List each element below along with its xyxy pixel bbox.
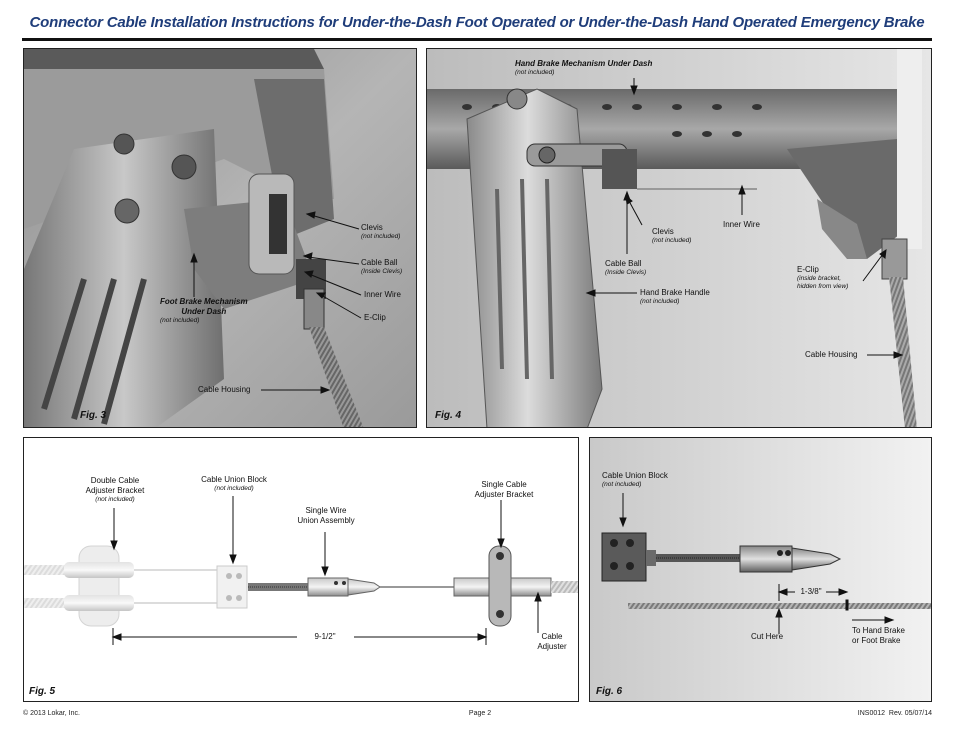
fig3-cable-ball-label: Cable Ball(Inside Clevis) xyxy=(361,258,403,275)
footer-doc-id: INS0012 Rev. 05/07/14 xyxy=(857,710,932,717)
fig4-clevis-label: Clevis(not included) xyxy=(652,227,692,244)
fig4-label: Fig. 4 xyxy=(435,410,462,421)
fig6-union-block-label: Cable Union Block(not included) xyxy=(602,471,668,488)
fig3-inner-wire-label: Inner Wire xyxy=(364,290,401,299)
fig4-cable-ball-label: Cable Ball(Inside Clevis) xyxy=(605,259,647,276)
fig4-hand-handle-label: Hand Brake Handle(not included) xyxy=(640,288,710,305)
fig5-dimension-label: 9-1/2" xyxy=(314,632,336,641)
fig3-cable-housing-label: Cable Housing xyxy=(198,385,251,394)
fig6-dimension-label: 1-3/8" xyxy=(800,587,822,596)
fig6-label: Fig. 6 xyxy=(596,686,623,697)
fig6-cut-here-label: Cut Here xyxy=(751,632,784,641)
fig3-label: Fig. 3 xyxy=(80,410,107,421)
fig4-hand-mech-label: Hand Brake Mechanism Under Dash(not incl… xyxy=(515,59,653,76)
fig5-union-block-label: Cable Union Block(not included) xyxy=(201,475,267,492)
figure-4: Hand Brake Mechanism Under Dash(not incl… xyxy=(426,48,932,428)
fig6-photo xyxy=(590,438,931,701)
fig3-clevis-label: Clevis(not included) xyxy=(361,223,401,240)
fig4-photo xyxy=(427,49,931,427)
footer-copyright: © 2013 Lokar, Inc. xyxy=(23,710,80,717)
figure-3: Clevis(not included) Cable Ball(Inside C… xyxy=(23,48,417,428)
fig5-photo xyxy=(24,438,578,701)
fig3-e-clip-label: E-Clip xyxy=(364,313,386,322)
footer-page-number: Page 2 xyxy=(468,710,492,717)
fig5-label: Fig. 5 xyxy=(29,686,56,697)
page-title: Connector Cable Installation Instruction… xyxy=(29,14,925,31)
fig4-inner-wire-label: Inner Wire xyxy=(723,220,760,229)
title-rule xyxy=(22,38,932,41)
fig3-photo xyxy=(24,49,416,427)
fig4-cable-housing-label: Cable Housing xyxy=(805,350,858,359)
figure-6: Cable Union Block(not included) 1-3/8" C… xyxy=(589,437,932,702)
fig4-e-clip-label: E-Clip(inside bracket,hidden from view) xyxy=(797,265,849,290)
